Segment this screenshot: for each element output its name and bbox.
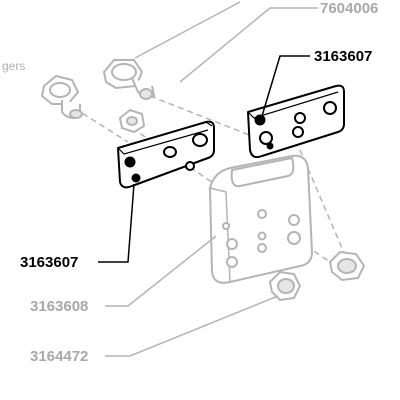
- label-3163608: 3163608: [30, 298, 88, 315]
- label-3163607-left: 3163607: [20, 254, 78, 271]
- hinge-pin-icon: [40, 74, 83, 120]
- hinge-plate-left-3163607: [117, 120, 215, 189]
- nut-3164472-icon: [268, 270, 302, 302]
- small-nut-icon: [118, 108, 146, 134]
- mounting-bracket-3163608: [208, 154, 314, 284]
- label-partial-gers: gers: [2, 59, 25, 73]
- hinge-bolt-icon: [102, 59, 156, 100]
- leader-grey-bottom: [105, 235, 279, 357]
- leader-3163607: [98, 55, 310, 263]
- label-3163607-top: 3163607: [314, 48, 372, 65]
- label-7604006: 7604006: [320, 0, 378, 17]
- leader-7604006: [134, 1, 318, 83]
- nut-right-icon: [328, 250, 366, 282]
- hinge-plate-right-3163607: [247, 84, 345, 159]
- label-3164472: 3164472: [30, 348, 88, 365]
